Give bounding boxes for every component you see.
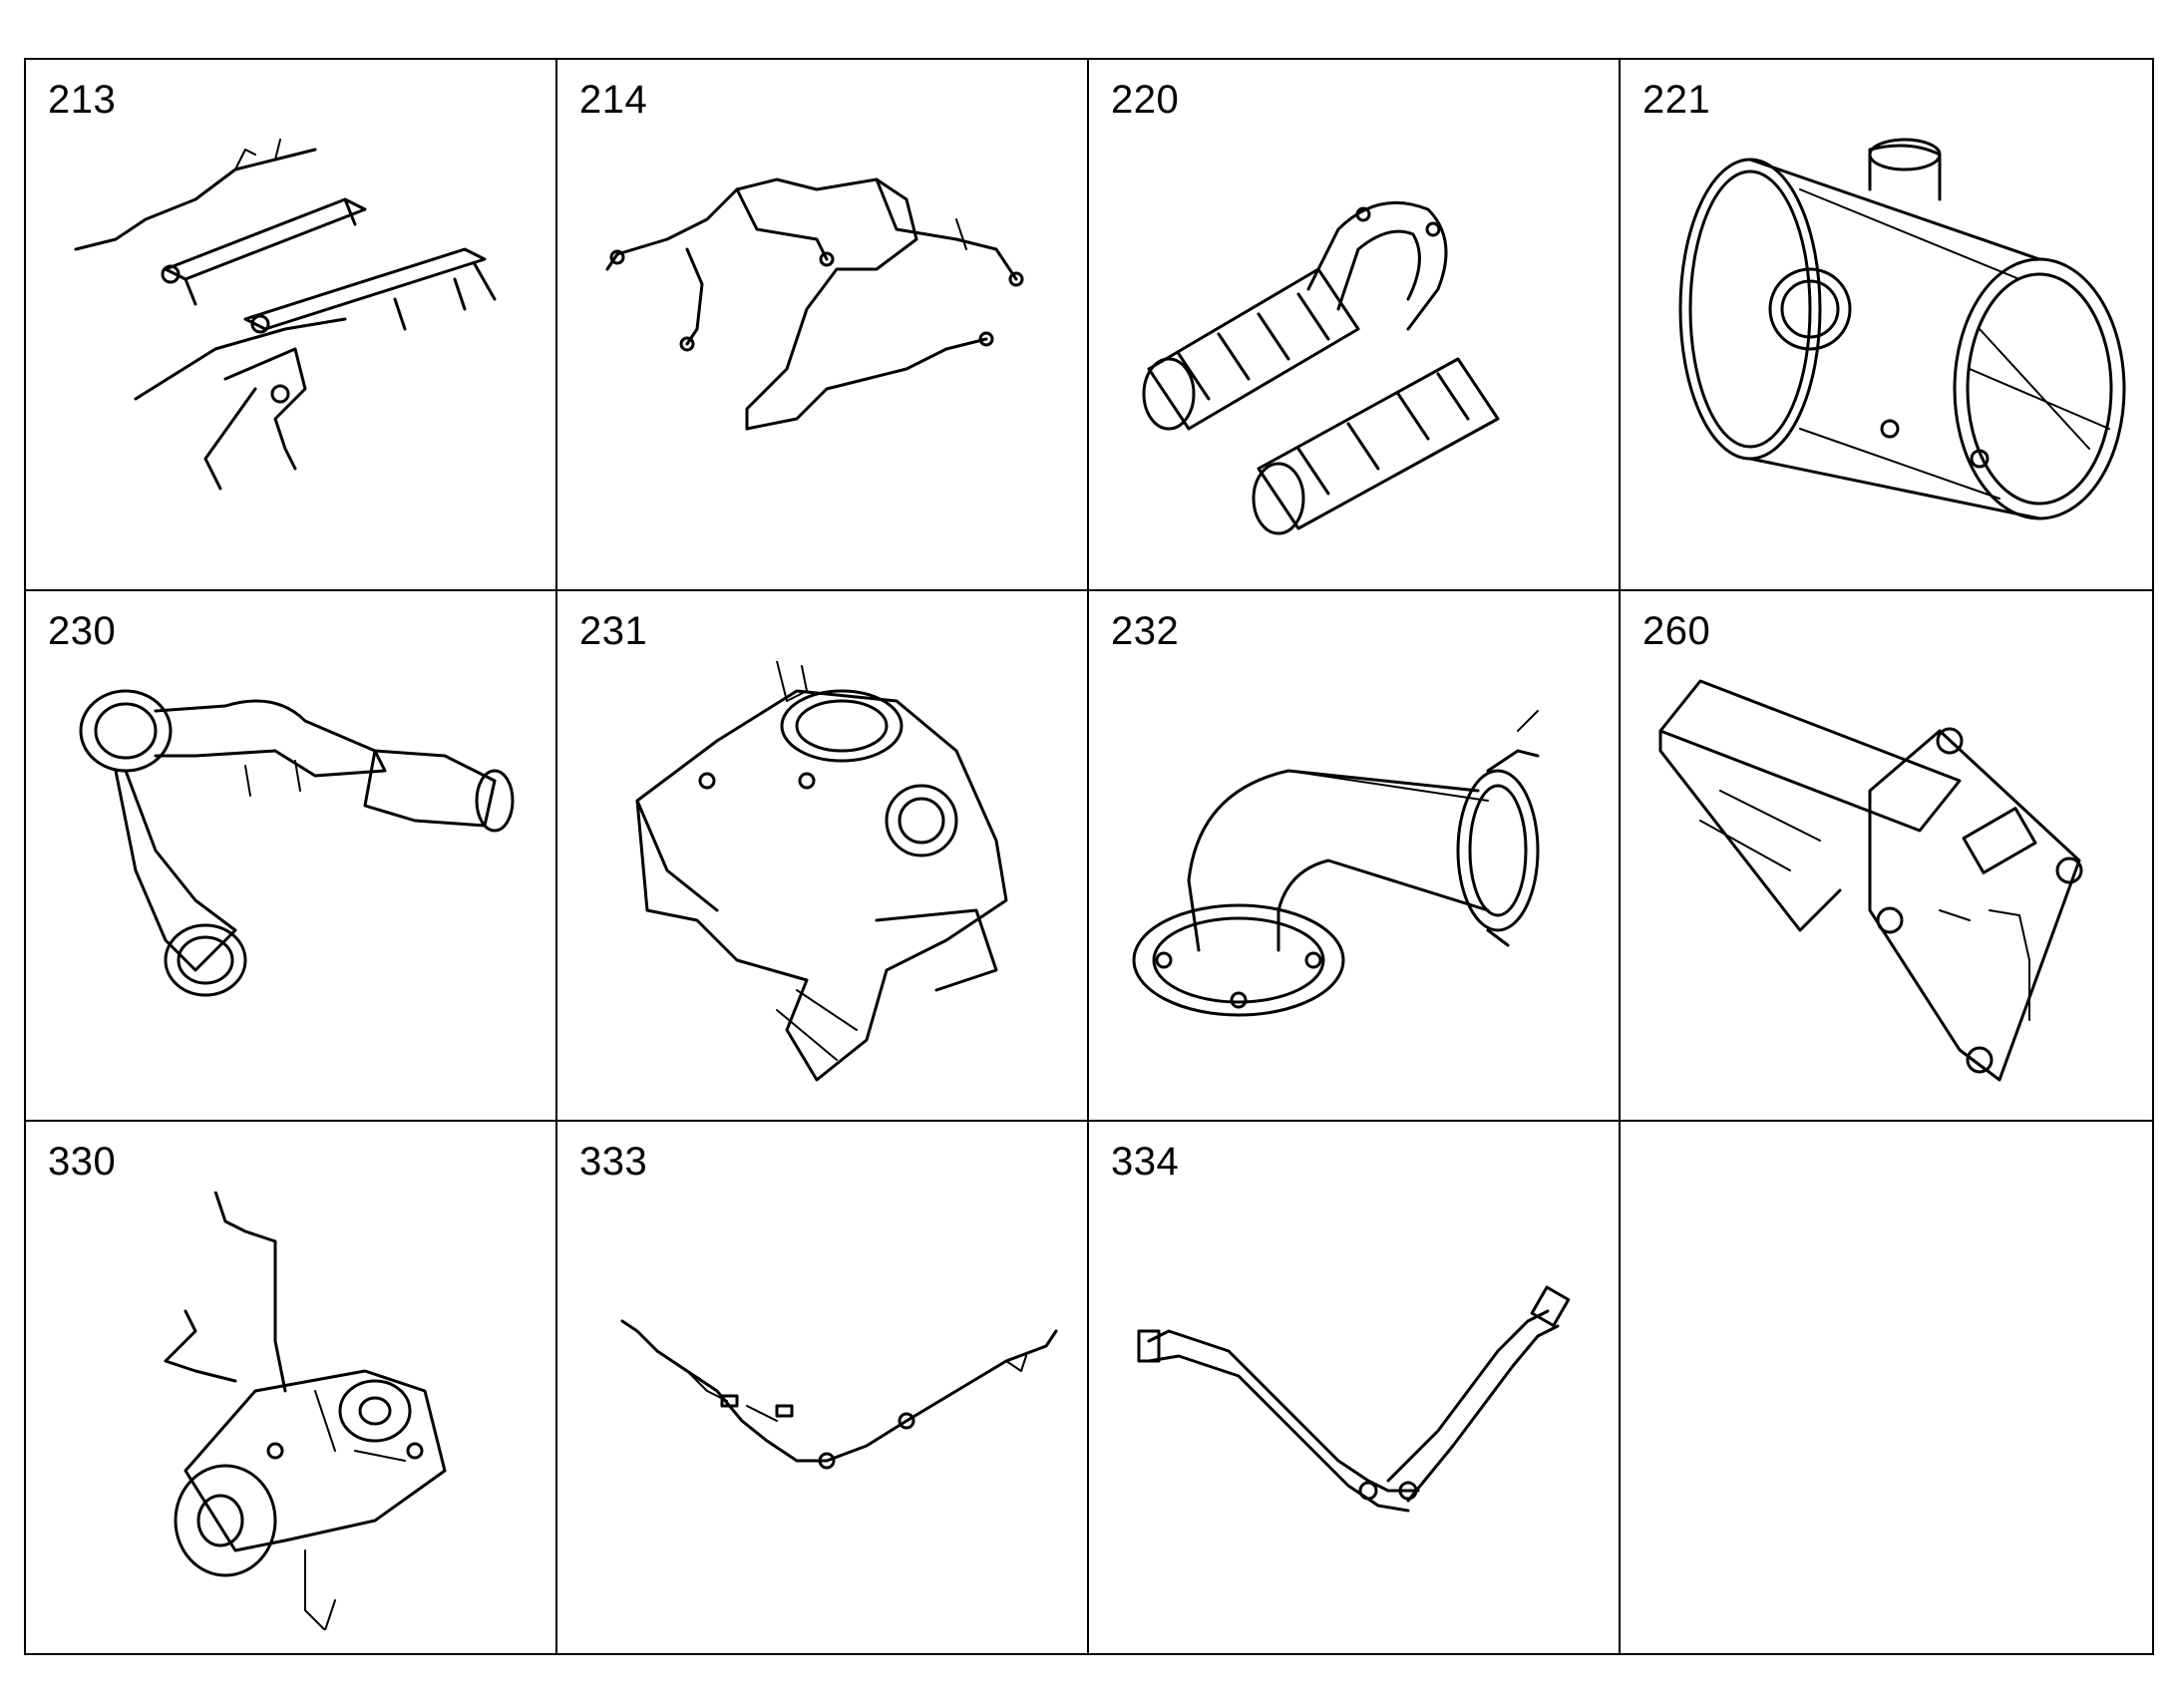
intake-manifold-icon <box>1142 200 1500 535</box>
fuel-injection-harness-icon <box>74 139 497 491</box>
part-cell-221[interactable]: 221 <box>1621 60 2152 591</box>
part-cell-334[interactable]: 334 <box>1089 1122 1621 1653</box>
part-number: 231 <box>579 608 648 653</box>
part-cell-232[interactable]: 232 <box>1089 590 1621 1123</box>
turbocharger-housing-icon <box>1678 138 2126 520</box>
part-cell-213[interactable]: 213 <box>26 60 557 591</box>
part-number: 220 <box>1111 78 1180 122</box>
part-number: 213 <box>48 78 117 122</box>
part-number: 230 <box>48 608 117 653</box>
part-cell-260[interactable]: 260 <box>1621 591 2152 1123</box>
part-number: 232 <box>1111 608 1180 653</box>
elbow-outlet-icon <box>1132 709 1540 1017</box>
part-number: 333 <box>579 1140 648 1185</box>
oil-cooler-plate-icon <box>1658 679 2083 1082</box>
part-number: 334 <box>1111 1140 1180 1185</box>
fuel-pump-assembly-icon <box>164 1192 447 1631</box>
parts-grid: 213 214 220 <box>24 58 2154 1655</box>
part-cell-214[interactable]: 214 <box>557 60 1089 591</box>
part-number: 260 <box>1642 608 1711 653</box>
part-cell-333[interactable]: 333 <box>557 1122 1089 1653</box>
wire-harness-icon <box>620 1319 1058 1470</box>
exhaust-pipe-assembly-icon <box>79 689 515 997</box>
part-cell-330[interactable]: 330 <box>26 1122 557 1653</box>
part-cell-231[interactable]: 231 <box>557 590 1089 1123</box>
fuel-line-harness-icon <box>605 177 1024 431</box>
coolant-tube-icon <box>1137 1285 1571 1513</box>
part-cell-220[interactable]: 220 <box>1089 60 1621 591</box>
part-number: 214 <box>579 78 648 122</box>
empty-cell <box>1621 1122 2152 1653</box>
part-cell-230[interactable]: 230 <box>26 590 557 1123</box>
egr-housing-icon <box>635 660 1008 1082</box>
part-number: 330 <box>48 1140 117 1185</box>
part-number: 221 <box>1642 78 1711 122</box>
